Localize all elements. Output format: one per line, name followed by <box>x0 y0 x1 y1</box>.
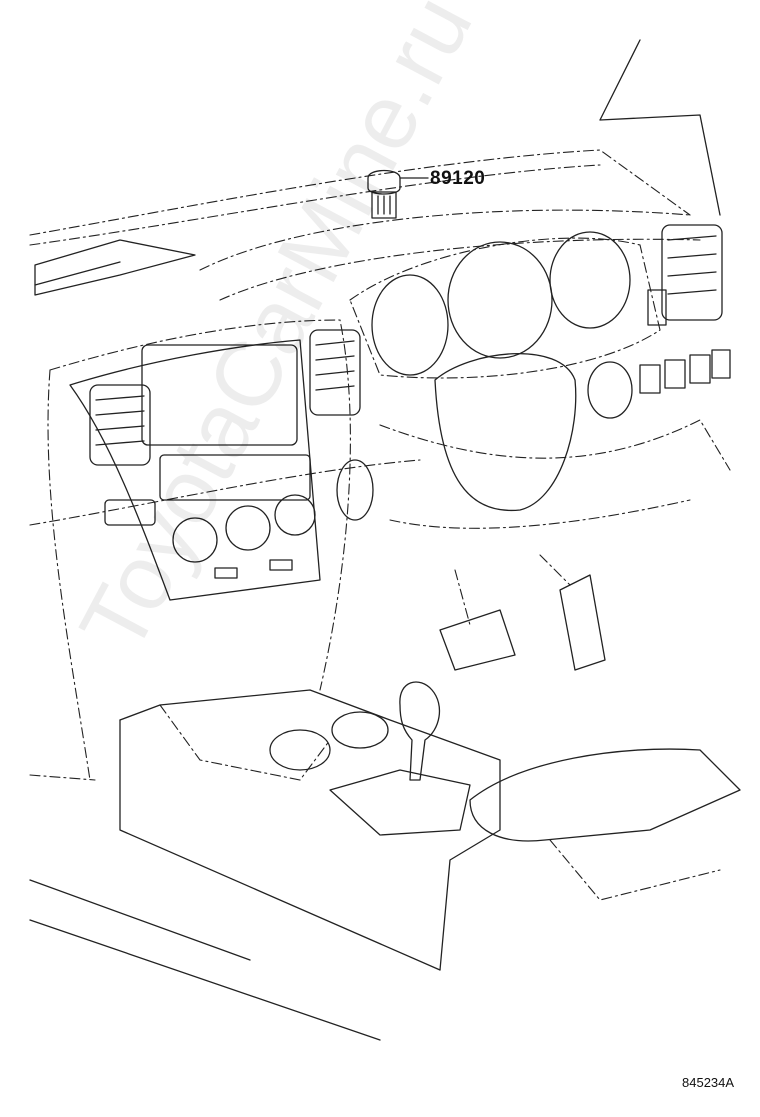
defroster-vent-inner <box>34 261 121 286</box>
right-side-vent <box>661 224 723 321</box>
lower-dash-right <box>379 419 731 471</box>
windshield-edge <box>599 39 721 216</box>
knob-right <box>274 494 316 536</box>
center-panel <box>69 339 321 601</box>
sensor-body <box>371 191 397 219</box>
center-stack-left-edge <box>47 369 91 781</box>
hazard-switch <box>104 499 156 526</box>
dash-top-line-2 <box>29 164 601 246</box>
button-a <box>214 567 238 579</box>
cup-holder-1 <box>269 729 331 771</box>
accelerator-pedal <box>559 574 606 671</box>
right-side-vent-slats <box>667 235 717 295</box>
console-side <box>119 719 441 971</box>
floor-lines <box>29 879 381 1041</box>
center-stack-outline <box>49 319 351 691</box>
sensor-clips <box>377 195 391 215</box>
switch-1 <box>647 289 667 326</box>
dash-surface-2 <box>219 238 701 301</box>
audio-unit <box>159 454 311 501</box>
gauge-left <box>371 274 449 376</box>
cup-holder-2 <box>331 711 389 749</box>
knob-left <box>172 517 218 563</box>
right-center-vent <box>309 329 361 416</box>
reference-code: 845234A <box>682 1075 735 1090</box>
floor-left <box>29 774 96 781</box>
armrest <box>469 748 741 842</box>
shift-knob <box>399 681 441 781</box>
part-number-label[interactable]: 89120 <box>430 168 486 189</box>
ignition-knob <box>587 361 633 419</box>
switch-bank <box>639 349 731 394</box>
brake-pedal <box>439 609 516 671</box>
gauge-center <box>447 241 553 359</box>
dash-surface <box>199 209 691 271</box>
defroster-vent <box>34 239 196 296</box>
armrest-base <box>549 839 721 901</box>
cup-holder-outline <box>159 704 331 781</box>
gauge-right <box>549 231 631 329</box>
lower-dash-left <box>29 459 421 526</box>
left-vent-slats <box>95 395 145 446</box>
shift-gate <box>329 769 471 836</box>
button-b <box>269 559 293 571</box>
right-center-vent-slats <box>315 340 355 391</box>
knee-panel <box>389 499 691 529</box>
console-top <box>119 689 501 971</box>
display-screen <box>141 344 298 446</box>
left-vent <box>89 384 151 466</box>
pedal-arms <box>454 554 571 626</box>
round-switch <box>336 459 374 521</box>
steering-column <box>434 353 577 512</box>
instrument-hood <box>349 237 661 379</box>
knob-center <box>225 505 271 551</box>
